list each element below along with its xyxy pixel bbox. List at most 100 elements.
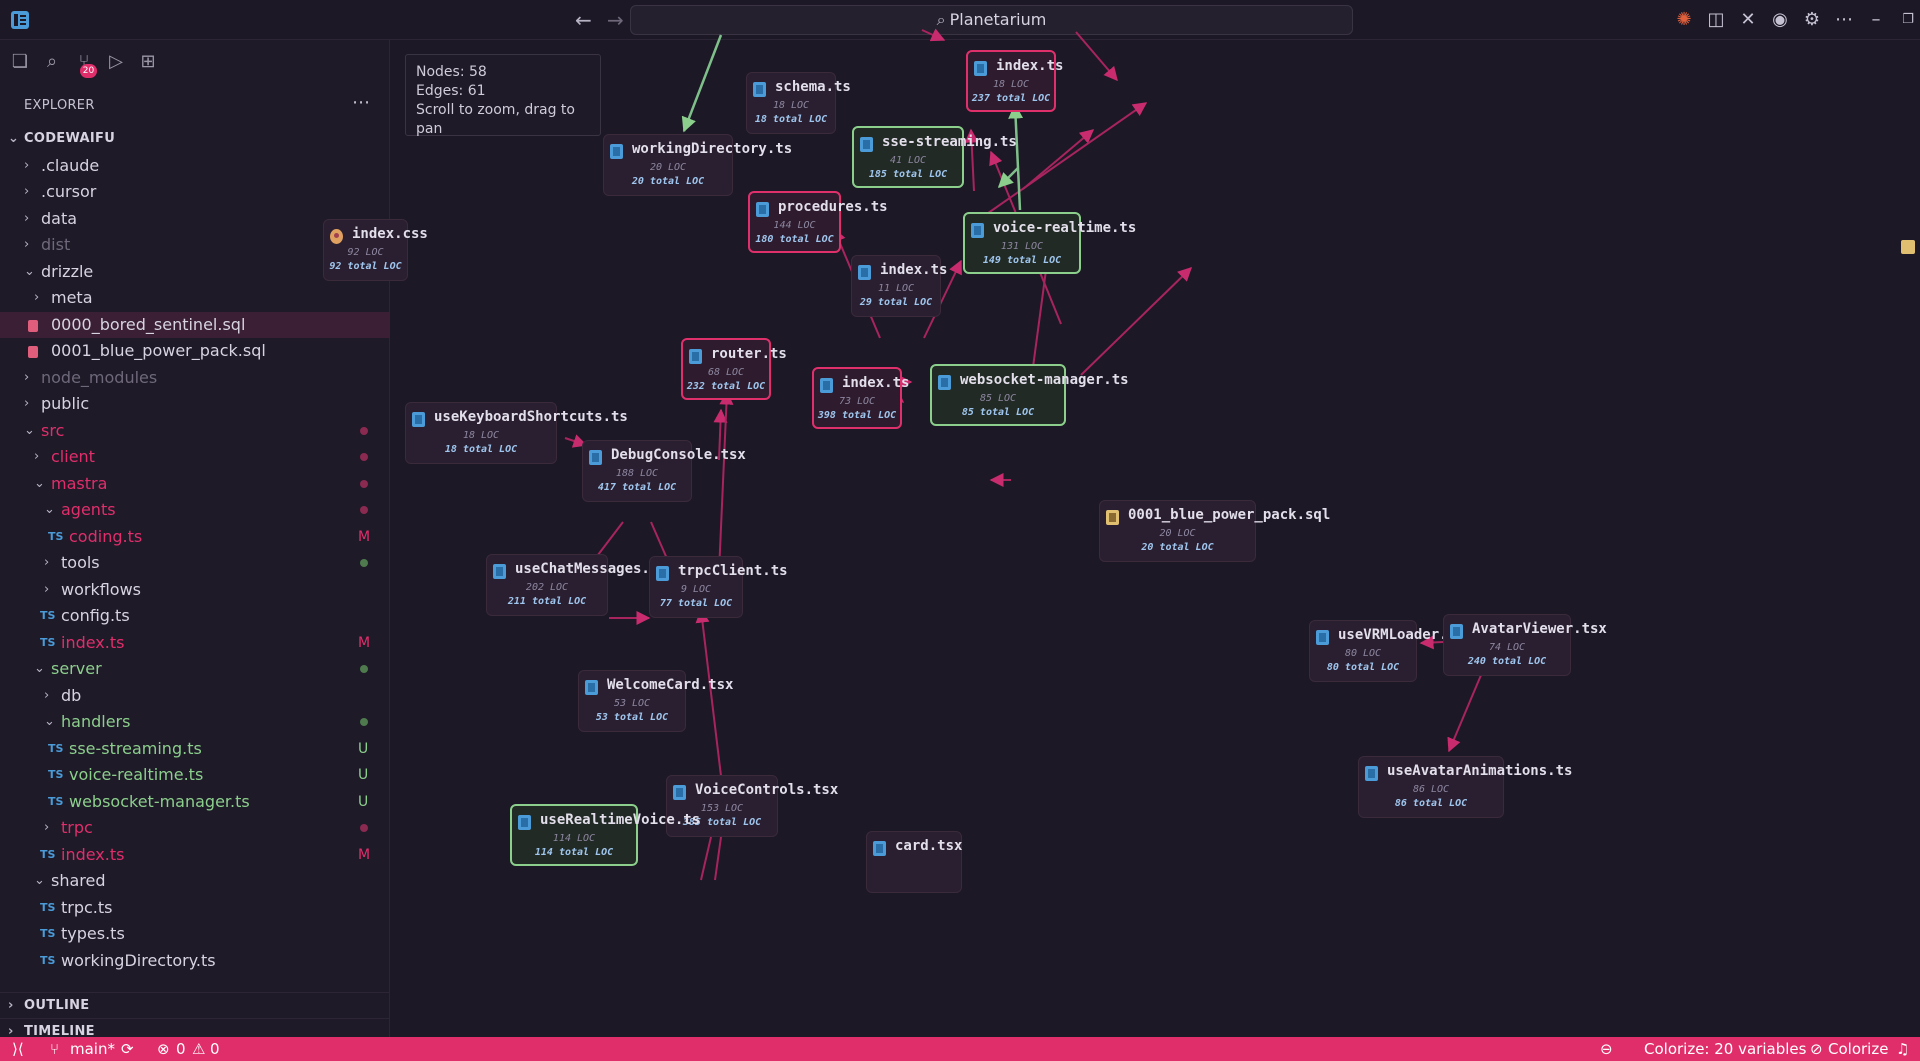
colorize-variables[interactable]: Colorize: 20 variables: [1644, 1040, 1807, 1058]
tree-file[interactable]: 0000_bored_sentinel.sql: [0, 311, 390, 338]
node-title: DebugConsole.tsx: [611, 447, 746, 463]
zoom-out-icon[interactable]: ⊖: [1600, 1040, 1613, 1058]
forward-button[interactable]: →: [607, 8, 624, 32]
search-view-icon[interactable]: ⌕: [46, 51, 58, 72]
copilot-sparkle-icon[interactable]: ✺: [1676, 9, 1692, 30]
tree-folder[interactable]: ›db: [0, 683, 390, 710]
git-branch-label[interactable]: main*: [70, 1040, 115, 1058]
back-button[interactable]: ←: [575, 8, 592, 32]
more-actions-icon[interactable]: ⋯: [1835, 9, 1853, 30]
extensions-icon[interactable]: ⊞: [140, 51, 156, 72]
node-title: useAvatarAnimations.ts: [1387, 763, 1573, 779]
graph-node-debugconsole-tsx[interactable]: DebugConsole.tsx 188 LOC 417 total LOC: [582, 440, 746, 502]
tree-folder[interactable]: ⌄mastra: [0, 471, 390, 498]
tree-folder[interactable]: ⌄src: [0, 418, 390, 445]
graph-hint: Scroll to zoom, drag to pan: [416, 102, 575, 137]
chevron-down-icon: ⌄: [34, 475, 45, 491]
node-total-loc: 185 total LOC: [868, 169, 948, 180]
file-book-icon: [938, 375, 951, 390]
toggle-layout-icon[interactable]: ◫: [1707, 9, 1725, 30]
error-count[interactable]: 0: [176, 1040, 186, 1058]
tree-folder[interactable]: ›trpc: [0, 815, 390, 842]
node-loc: 188 LOC: [615, 468, 659, 479]
settings-gear-icon[interactable]: ⚙: [1803, 9, 1821, 30]
dependency-graph-canvas[interactable]: Nodes: 58 Edges: 61 Scroll to zoom, drag…: [323, 28, 1920, 1037]
account-icon[interactable]: ◉: [1772, 9, 1788, 30]
node-title: useKeyboardShortcuts.ts: [434, 409, 628, 425]
chevron-right-icon: ›: [8, 1024, 14, 1039]
sync-icon[interactable]: ⟳: [121, 1040, 134, 1058]
restore-window-icon[interactable]: ❐: [1902, 12, 1914, 27]
close-panel-icon[interactable]: ✕: [1740, 9, 1756, 30]
remote-icon[interactable]: ⟩⟨: [12, 1040, 24, 1058]
workspace-root[interactable]: ⌄ CODEWAIFU: [0, 126, 390, 153]
tree-file[interactable]: 0001_blue_power_pack.sql: [0, 338, 390, 365]
explorer-more-icon[interactable]: ⋯: [352, 92, 370, 113]
colorize-toggle[interactable]: Colorize: [1828, 1040, 1889, 1058]
outline-section[interactable]: › OUTLINE: [0, 992, 390, 1018]
graph-node-card-tsx[interactable]: card.tsx: [866, 831, 962, 893]
node-total-loc: 398 total LOC: [817, 410, 897, 421]
graph-edge: [1080, 267, 1193, 376]
notifications-bell-icon[interactable]: ♫: [1896, 1040, 1910, 1058]
tree-folder[interactable]: ›meta: [0, 285, 390, 312]
tree-folder[interactable]: ⌄handlers: [0, 709, 390, 736]
typescript-file-icon: TS: [40, 953, 56, 967]
tree-folder[interactable]: ›client: [0, 444, 390, 471]
node-loc: 202 LOC: [525, 582, 569, 593]
tree-file[interactable]: TS workingDirectory.ts: [0, 948, 390, 975]
tree-folder[interactable]: ›dist: [0, 232, 390, 259]
tree-folder[interactable]: ⌄drizzle: [0, 259, 390, 286]
tree-folder[interactable]: ›.claude: [0, 153, 390, 180]
tree-folder[interactable]: ›tools: [0, 550, 390, 577]
tree-folder[interactable]: ›workflows: [0, 577, 390, 604]
node-total-loc: 417 total LOC: [597, 482, 677, 493]
tree-folder[interactable]: ›public: [0, 391, 390, 418]
tree-folder[interactable]: ⌄shared: [0, 868, 390, 895]
warning-count[interactable]: 0: [210, 1040, 220, 1058]
tree-folder[interactable]: ›node_modules: [0, 365, 390, 392]
file-book-icon: [971, 223, 984, 238]
tree-folder[interactable]: ⌄agents: [0, 497, 390, 524]
explorer-files-icon[interactable]: ❏: [11, 51, 29, 72]
source-control-icon[interactable]: ⑂: [78, 51, 90, 72]
tree-folder[interactable]: ⌄server: [0, 656, 390, 683]
command-center-search[interactable]: ⌕Planetarium: [630, 5, 1353, 35]
tree-folder[interactable]: ›.cursor: [0, 179, 390, 206]
timeline-section[interactable]: › TIMELINE: [0, 1018, 390, 1044]
tree-folder[interactable]: ›data: [0, 206, 390, 233]
tree-item-label: workingDirectory.ts: [61, 950, 216, 970]
minimize-window-icon[interactable]: –: [1871, 9, 1881, 30]
run-debug-icon[interactable]: ▷: [109, 51, 123, 72]
